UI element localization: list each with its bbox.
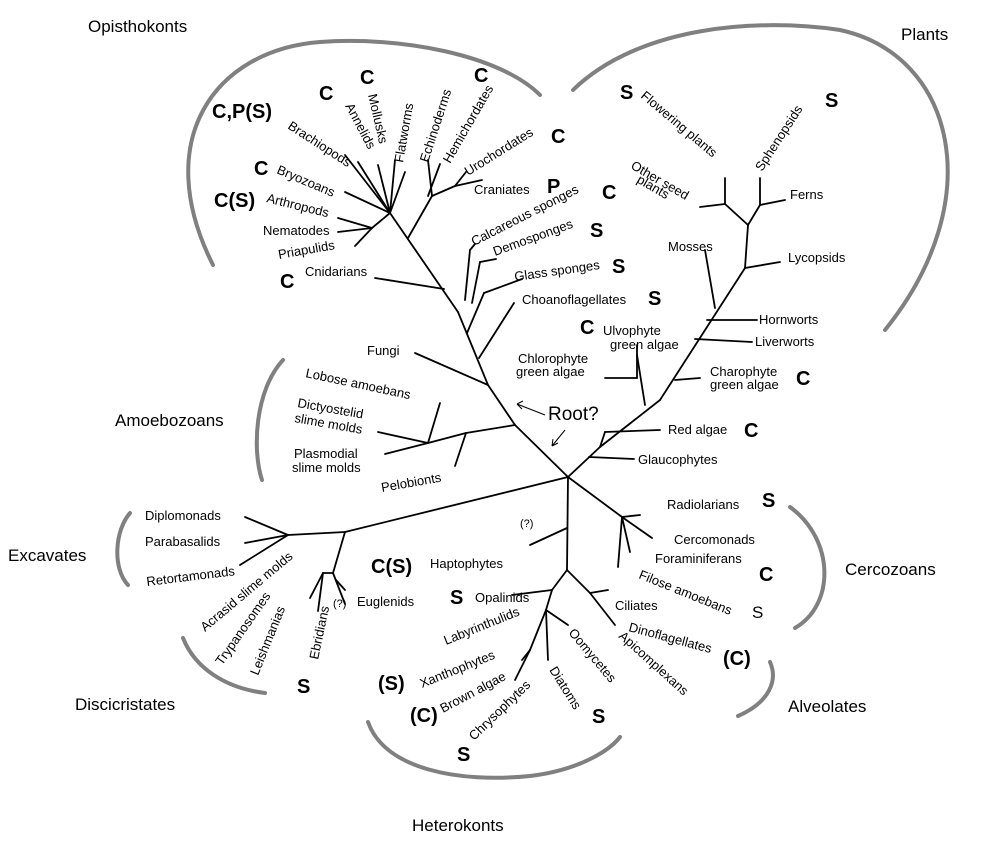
mark-xanthophytes: (S): [378, 673, 405, 695]
group-label-opisthokonts: Opisthokonts: [88, 17, 187, 36]
alveolates-bracket: [736, 660, 775, 718]
taxon-sphenopsids: Sphenopsids: [752, 102, 806, 174]
taxon-ferns: Ferns: [790, 187, 824, 202]
group-label-alveolates: Alveolates: [788, 697, 866, 716]
mark-haptophytes: C(S): [371, 556, 412, 578]
mark-calcareous-sponges: C: [602, 182, 616, 204]
amoebozoans-bracket: [254, 358, 285, 482]
taxon-ulvophyte-line2: green algae: [610, 337, 679, 352]
taxon-ebridians: Ebridians: [306, 604, 332, 661]
mark-demosponges: S: [590, 220, 603, 242]
mark-mollusks: C: [360, 67, 374, 89]
taxon-cercomonads: Cercomonads: [674, 532, 755, 547]
taxon-foraminiferans: Foraminiferans: [655, 551, 742, 566]
taxon-red-algae: Red algae: [668, 422, 727, 437]
group-label-plants: Plants: [901, 25, 948, 44]
taxon-flowering-plants: Flowering plants: [638, 88, 721, 161]
mark-brown-algae: (C): [410, 705, 438, 727]
taxon-lycopsids: Lycopsids: [788, 250, 846, 265]
mark-glass-sponges: S: [612, 256, 625, 278]
taxon-opalinids: Opalinids: [475, 590, 530, 605]
mark-cnidarians: C: [280, 271, 294, 293]
taxon-haptophytes: Haptophytes: [430, 556, 503, 571]
taxon-ulvophyte-line1: Ulvophyte: [603, 323, 661, 338]
branch-root-to-unikonts: [514, 424, 569, 478]
taxon-chlorophyte-line1: Chlorophyte: [518, 351, 588, 366]
cercozoans-bracket: [788, 505, 827, 630]
group-label-excavates: Excavates: [8, 546, 86, 565]
mark-brachiopods: C,P(S): [212, 101, 272, 123]
mark-annelids: C: [319, 83, 333, 105]
mark-dinoflagellates: (C): [723, 648, 751, 670]
taxon-liverworts: Liverworts: [755, 334, 815, 349]
excavates-bracket: [115, 511, 132, 587]
mark-sphenopsids: S: [825, 90, 838, 112]
taxon-priapulids: Priapulids: [277, 237, 336, 262]
opisthokonts-bracket: [186, 38, 542, 267]
root-label: Root?: [548, 404, 599, 425]
mark-haptophytes-question: (?): [520, 518, 533, 530]
mark-flowering-plants: S: [620, 82, 633, 104]
mark-diatoms: S: [592, 706, 605, 728]
taxon-radiolarians: Radiolarians: [667, 497, 740, 512]
taxon-nematodes: Nematodes: [263, 223, 330, 238]
taxon-retortamonads: Retortamonads: [146, 563, 237, 589]
mark-choanoflagellates: S: [648, 288, 661, 310]
mark-chrysophytes: S: [457, 744, 470, 766]
mark-charophyte: C: [796, 368, 810, 390]
root-arrow-lower: [551, 429, 566, 447]
group-label-heterokonts: Heterokonts: [412, 816, 504, 835]
taxon-chlorophyte-line2: green algae: [516, 364, 585, 379]
taxon-parabasalids: Parabasalids: [145, 534, 221, 549]
mark-ulvophyte: C: [580, 317, 594, 339]
mark-bryozoans: C: [254, 158, 268, 180]
taxon-flatworms: Flatworms: [391, 101, 416, 163]
taxon-labyrinthulids: Labyrinthulids: [442, 604, 522, 648]
mark-opalinids: S: [450, 587, 463, 609]
group-label-cercozoans: Cercozoans: [845, 560, 936, 579]
taxon-charophyte-line1: Charophyte: [710, 364, 777, 379]
mark-urochordates: C: [551, 126, 565, 148]
tree-branches: [239, 154, 786, 681]
taxon-lobose-amoebans: Lobose amoebans: [304, 365, 412, 402]
plants-bracket: [571, 23, 950, 332]
mark-foraminiferans: C: [759, 564, 773, 586]
taxon-glaucophytes: Glaucophytes: [638, 452, 718, 467]
taxon-cnidarians: Cnidarians: [305, 264, 368, 279]
mark-ebridians: S: [297, 676, 310, 698]
taxon-diplomonads: Diplomonads: [145, 508, 221, 523]
taxon-ciliates: Ciliates: [615, 598, 658, 613]
mark-red-algae: C: [744, 420, 758, 442]
taxon-glass-sponges: Glass sponges: [513, 257, 601, 284]
taxon-choanoflagellates: Choanoflagellates: [522, 292, 627, 307]
taxon-mosses: Mosses: [668, 239, 713, 254]
taxon-plasmodial-line2: slime molds: [292, 460, 361, 475]
taxon-charophyte-line2: green algae: [710, 377, 779, 392]
root-arrow-upper: [516, 400, 546, 416]
mark-arthropods: C(S): [214, 190, 255, 212]
taxon-urochordates: Urochordates: [462, 124, 537, 178]
mark-ebridians-question: (?): [333, 598, 346, 610]
taxon-hornworts: Hornworts: [759, 312, 819, 327]
group-label-amoebozoans: Amoebozoans: [115, 411, 224, 430]
taxon-euglenids: Euglenids: [357, 594, 415, 609]
taxon-pelobionts: Pelobionts: [380, 470, 443, 495]
taxon-fungi: Fungi: [367, 343, 400, 358]
mark-echinoderms: C: [474, 65, 488, 87]
taxon-plasmodial-line1: Plasmodial: [294, 446, 358, 461]
mark-craniates: P: [547, 176, 560, 198]
heterokonts-bracket: [366, 720, 622, 780]
taxon-craniates: Craniates: [474, 182, 530, 197]
discicristates-bracket: [181, 636, 267, 695]
taxon-diatoms: Diatoms: [546, 664, 584, 713]
taxon-brachiopods: Brachiopods: [285, 118, 354, 170]
mark-filose-amoebans: S: [752, 603, 763, 622]
taxon-oomycetes: Oomycetes: [566, 625, 620, 685]
mark-radiolarians: S: [762, 490, 775, 512]
group-label-discicristates: Discicristates: [75, 695, 175, 714]
